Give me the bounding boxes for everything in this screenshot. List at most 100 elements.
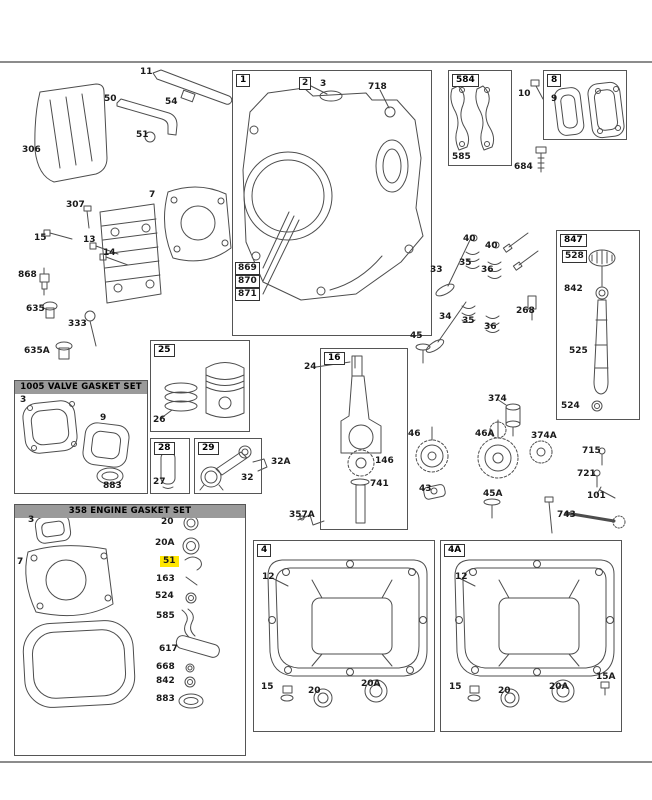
part-callout-307[interactable]: 307 [66,200,85,210]
part-callout-20A[interactable]: 20A [549,682,569,692]
part-callout-635A[interactable]: 635A [24,346,50,356]
part-callout-35[interactable]: 35 [459,258,472,268]
part-callout-684[interactable]: 684 [514,162,533,172]
part-callout-15A[interactable]: 15A [596,672,616,682]
oil-sump-4 [267,559,428,708]
heat-deflector-306 [34,83,108,183]
part-callout-20A[interactable]: 20A [361,679,381,689]
group-box-label-584: 584 [452,74,479,87]
oil-sump-4A [454,559,615,708]
group-box-label-4: 4 [257,544,272,557]
part-callout-715[interactable]: 715 [582,446,601,456]
part-callout-7[interactable]: 7 [17,557,24,567]
bracket-585 [475,85,495,151]
breather-tube-11 [152,69,233,105]
part-callout-333[interactable]: 333 [68,319,87,329]
part-callout-45A[interactable]: 45A [483,489,503,499]
part-callout-868[interactable]: 868 [18,270,37,280]
part-callout-32A[interactable]: 32A [271,457,291,467]
part-callout-15[interactable]: 15 [34,233,47,243]
part-callout-741[interactable]: 741 [370,479,389,489]
part-callout-35[interactable]: 35 [462,316,475,326]
part-callout-357A[interactable]: 357A [289,510,315,520]
part-callout-10[interactable]: 10 [518,89,531,99]
breather-tube-50 [116,98,178,143]
cam-gear-46A [477,419,519,479]
part-callout-869[interactable]: 869 [235,262,260,275]
part-callout-101[interactable]: 101 [587,491,606,501]
part-callout-163[interactable]: 163 [156,574,175,584]
part-callout-45[interactable]: 45 [410,331,423,341]
part-callout-871[interactable]: 871 [235,288,260,301]
part-callout-883[interactable]: 883 [103,481,122,491]
part-callout-24[interactable]: 24 [304,362,317,372]
gear-374A [529,440,553,464]
part-callout-870[interactable]: 870 [235,275,260,288]
group-box-28: 28 [150,438,190,494]
part-callout-883[interactable]: 883 [156,694,175,704]
group-box-847: 847 [556,230,640,420]
part-callout-3[interactable]: 3 [28,515,35,525]
part-callout-743[interactable]: 743 [557,510,576,520]
part-callout-27[interactable]: 27 [153,477,166,487]
part-callout-3[interactable]: 3 [20,395,27,405]
part-callout-54[interactable]: 54 [165,97,178,107]
part-callout-46A[interactable]: 46A [475,429,495,439]
group-box-label-1: 1 [236,74,251,87]
oil-fill-plug-635A [55,341,73,360]
part-callout-13[interactable]: 13 [83,235,96,245]
head-gasket-7 [164,186,232,262]
part-callout-33[interactable]: 33 [430,265,443,275]
part-callout-268[interactable]: 268 [516,306,535,316]
part-callout-525[interactable]: 525 [569,346,588,356]
part-callout-26[interactable]: 26 [153,415,166,425]
part-callout-9[interactable]: 9 [100,413,107,423]
part-callout-15[interactable]: 15 [261,682,274,692]
part-callout-7[interactable]: 7 [149,190,156,200]
part-callout-34[interactable]: 34 [439,312,452,322]
part-callout-36[interactable]: 36 [484,322,497,332]
part-callout-617[interactable]: 617 [159,644,178,654]
part-callout-668[interactable]: 668 [156,662,175,672]
group-box-label-847: 847 [560,234,587,247]
part-callout-528[interactable]: 528 [562,250,587,263]
part-callout-14[interactable]: 14 [103,248,116,258]
part-callout-20A[interactable]: 20A [155,538,175,548]
part-callout-46[interactable]: 46 [408,429,421,439]
part-callout-2[interactable]: 2 [299,77,312,90]
part-callout-32[interactable]: 32 [241,473,254,483]
part-callout-12[interactable]: 12 [262,572,275,582]
part-callout-43[interactable]: 43 [419,484,432,494]
part-callout-20[interactable]: 20 [498,686,511,696]
part-callout-40[interactable]: 40 [463,234,476,244]
spark-plug-868 [39,267,50,296]
part-callout-36[interactable]: 36 [481,265,494,275]
part-callout-635[interactable]: 635 [26,304,45,314]
part-callout-524[interactable]: 524 [561,401,580,411]
part-callout-306[interactable]: 306 [22,145,41,155]
part-callout-842[interactable]: 842 [564,284,583,294]
part-callout-12[interactable]: 12 [455,572,468,582]
part-callout-374[interactable]: 374 [488,394,507,404]
part-callout-3[interactable]: 3 [320,79,327,89]
part-callout-146[interactable]: 146 [375,456,394,466]
part-callout-721[interactable]: 721 [577,469,596,479]
part-callout-51[interactable]: 51 [160,556,179,567]
engine-gasket-set-parts [22,514,220,709]
part-callout-842[interactable]: 842 [156,676,175,686]
part-callout-585[interactable]: 585 [156,611,175,621]
part-callout-11[interactable]: 11 [140,67,153,77]
part-callout-374A[interactable]: 374A [531,431,557,441]
part-callout-524[interactable]: 524 [155,591,174,601]
part-callout-15[interactable]: 15 [449,682,462,692]
part-callout-20[interactable]: 20 [308,686,321,696]
part-callout-9[interactable]: 9 [551,94,558,104]
part-callout-51[interactable]: 51 [136,130,149,140]
part-callout-50[interactable]: 50 [104,94,117,104]
part-callout-585[interactable]: 585 [452,152,471,162]
engine-gasket-set-box: 358 ENGINE GASKET SET [14,504,246,756]
part-callout-718[interactable]: 718 [368,82,387,92]
group-box-584: 584 [448,70,512,166]
part-callout-20[interactable]: 20 [161,517,174,527]
part-callout-40[interactable]: 40 [485,241,498,251]
